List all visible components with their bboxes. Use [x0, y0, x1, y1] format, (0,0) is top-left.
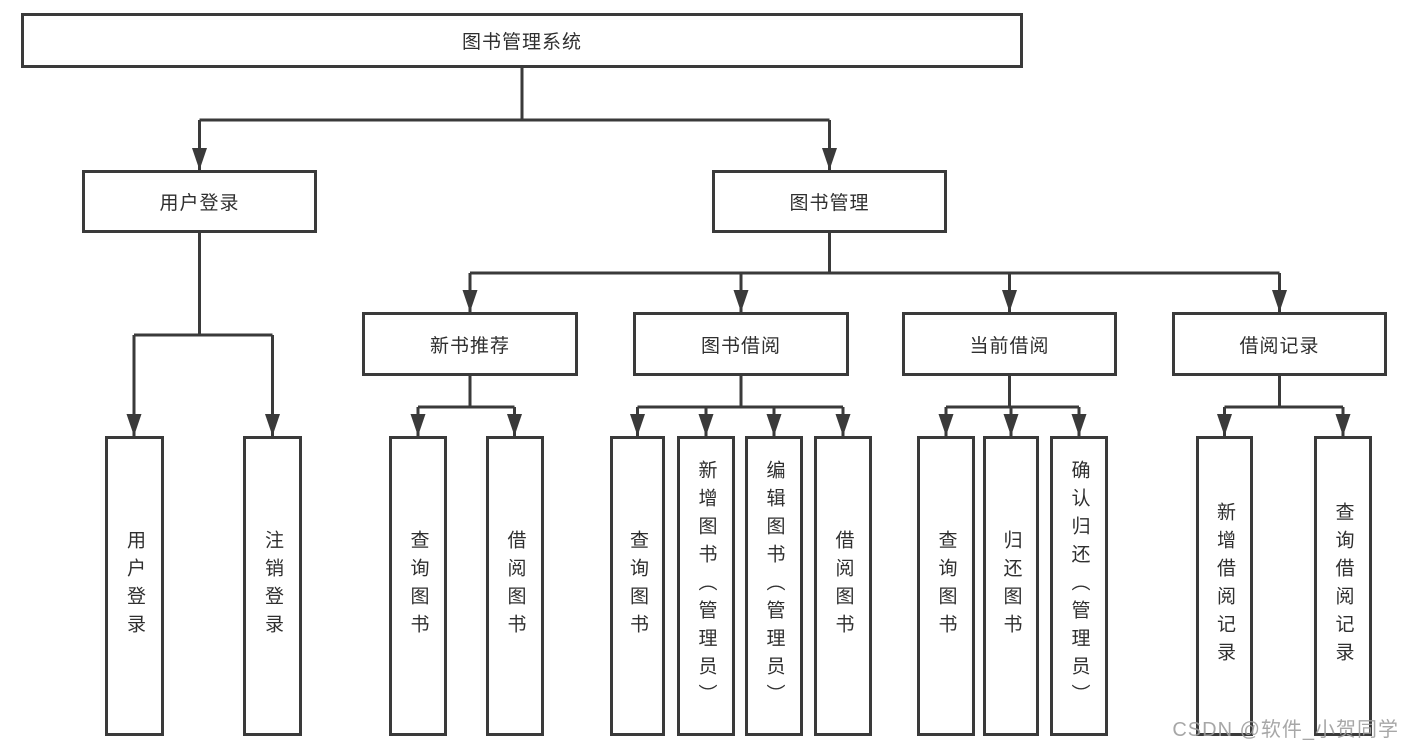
connector-root: [199, 68, 830, 122]
node-root-label: 图书管理系统: [461, 32, 582, 53]
leaf-current-confirm: 确认归还（管理员）: [1050, 436, 1108, 736]
leaf-borrow-query: 查询图书: [610, 436, 665, 736]
node-borrow-record: 借阅记录: [1172, 312, 1387, 376]
leaf-borrow-edit: 编辑图书（管理员）: [745, 436, 803, 736]
node-new-book-rec: 新书推荐: [362, 312, 578, 376]
leaf-borrow-borrow-label: 借阅图书: [832, 530, 854, 642]
csdn-watermark: CSDN @软件_小贺同学: [1172, 719, 1399, 741]
leaf-logout-label: 注销登录: [262, 530, 283, 642]
leaf-current-return-label: 归还图书: [1000, 530, 1022, 642]
connector-new-book: [418, 376, 515, 409]
node-root: 图书管理系统: [21, 13, 1023, 68]
node-book-mgmt-branch-label: 图书管理: [789, 193, 870, 214]
node-user-login-branch: 用户登录: [82, 170, 317, 233]
connector-borrow-record: [1224, 376, 1343, 409]
node-book-mgmt-branch: 图书管理: [712, 170, 947, 233]
node-book-borrow: 图书借阅: [633, 312, 849, 376]
node-book-borrow-label: 图书借阅: [700, 335, 781, 357]
leaf-record-add-label: 新增借阅记录: [1214, 502, 1235, 670]
leaf-logout: 注销登录: [243, 436, 302, 736]
node-current-borrow-label: 当前借阅: [969, 335, 1050, 357]
leaf-borrow-add-label: 新增图书（管理员）: [695, 460, 717, 712]
leaf-newbook-query-label: 查询图书: [407, 530, 429, 642]
node-current-borrow: 当前借阅: [902, 312, 1117, 376]
leaf-record-query-label: 查询借阅记录: [1332, 502, 1354, 670]
leaf-current-return: 归还图书: [983, 436, 1039, 736]
leaf-user-login: 用户登录: [105, 436, 164, 736]
connector-current-borrow: [946, 376, 1079, 409]
leaf-newbook-query: 查询图书: [389, 436, 447, 736]
leaf-borrow-query-label: 查询图书: [627, 530, 648, 642]
leaf-newbook-borrow: 借阅图书: [486, 436, 544, 736]
leaf-current-query: 查询图书: [917, 436, 975, 736]
leaf-record-query: 查询借阅记录: [1314, 436, 1372, 736]
connector-book-borrow: [637, 376, 843, 409]
leaf-current-query-label: 查询图书: [935, 530, 957, 642]
node-borrow-record-label: 借阅记录: [1239, 335, 1320, 357]
leaf-borrow-edit-label: 编辑图书（管理员）: [763, 460, 785, 712]
leaf-current-confirm-label: 确认归还（管理员）: [1068, 460, 1090, 712]
node-user-login-branch-label: 用户登录: [159, 193, 240, 214]
leaf-newbook-borrow-label: 借阅图书: [504, 530, 526, 642]
leaf-borrow-add: 新增图书（管理员）: [677, 436, 735, 736]
connector-book-mgmt: [470, 233, 1280, 275]
connector-user-login: [134, 233, 273, 337]
leaf-record-add: 新增借阅记录: [1196, 436, 1253, 736]
leaf-user-login-label: 用户登录: [124, 530, 145, 642]
node-new-book-rec-label: 新书推荐: [429, 335, 510, 357]
leaf-borrow-borrow: 借阅图书: [814, 436, 872, 736]
